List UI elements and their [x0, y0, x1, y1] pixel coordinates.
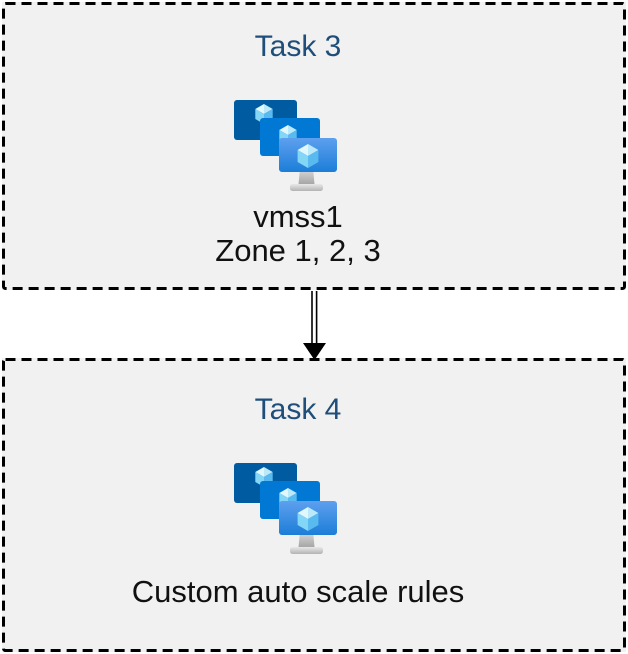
task4-caption: Custom auto scale rules — [0, 575, 610, 609]
zones-label: Zone 1, 2, 3 — [215, 233, 381, 268]
task4-title: Task 4 — [254, 393, 342, 426]
vm-scale-sets-icon — [234, 100, 337, 191]
down-arrow-connector — [303, 291, 326, 360]
task3-caption: vmss1 Zone 1, 2, 3 — [0, 200, 610, 268]
task4-box: Task 4 Custom auto scale rules — [2, 358, 626, 652]
vmss-name-label: vmss1 — [253, 199, 343, 234]
vm-scale-sets-icon — [234, 463, 337, 554]
autoscale-rules-label: Custom auto scale rules — [131, 574, 465, 609]
task3-title: Task 3 — [254, 30, 342, 63]
task3-box: Task 3 vmss1 Zone 1, 2, 3 — [2, 2, 626, 290]
